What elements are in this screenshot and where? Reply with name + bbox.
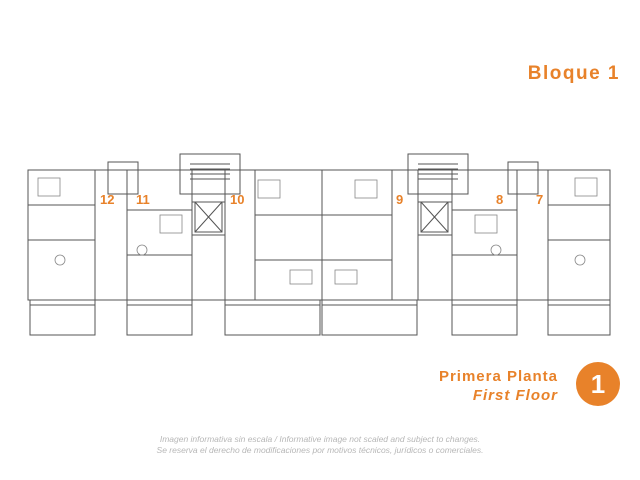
unit-number-9: 9 (396, 192, 404, 207)
unit-number-7: 7 (536, 192, 544, 207)
disclaimer-line-2: Se reserva el derecho de modificaciones … (156, 445, 484, 455)
plan-walls (27, 153, 611, 336)
block-title: Bloque 1 (527, 63, 620, 84)
floor-plan (27, 153, 611, 336)
floor-name-en: First Floor (472, 387, 558, 404)
floor-number-badge: 1 (576, 362, 620, 406)
unit-number-11: 11 (136, 192, 150, 207)
unit-number-8: 8 (496, 192, 504, 207)
unit-number-10: 10 (230, 192, 245, 207)
floor-name-es: Primera Planta (438, 368, 558, 385)
unit-number-12: 12 (100, 192, 115, 207)
plan-fixtures (37, 177, 598, 285)
disclaimer-line-1: Imagen informativa sin escala / Informat… (159, 434, 481, 444)
